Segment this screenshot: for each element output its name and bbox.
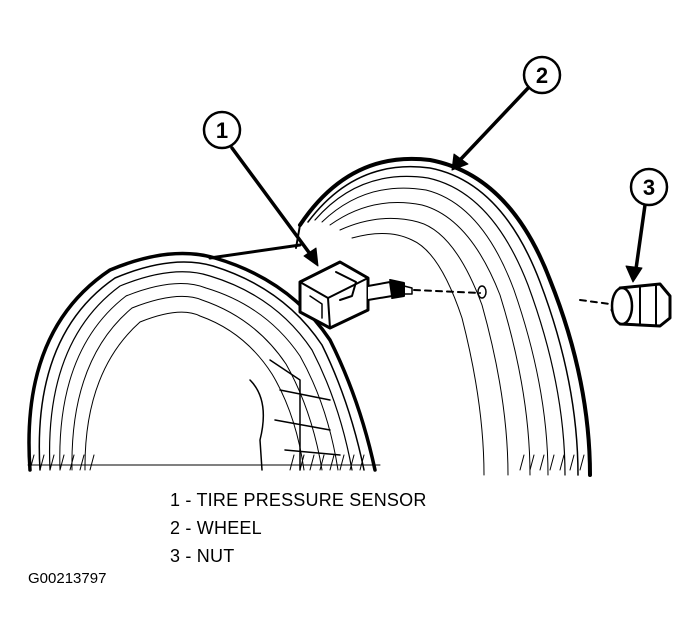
callout-leaders [230,84,647,283]
leader-3 [633,203,647,278]
callout-2-label: 2 [536,63,548,88]
wheel-outer-rim [298,156,592,477]
callout-1-label: 1 [216,118,228,143]
leader-2 [458,84,532,162]
tire-pressure-sensor [298,260,481,330]
legend-item-1: 1 - TIRE PRESSURE SENSOR [170,490,427,510]
nut [579,282,672,328]
callout-3-label: 3 [643,175,655,200]
callout-2-circle [522,55,562,95]
exploded-diagram: 1 2 3 [27,55,672,477]
callout-3-circle [629,167,669,207]
legend-item-3: 3 - NUT [170,546,235,566]
callout-1-circle [202,110,242,150]
legend-item-2: 2 - WHEEL [170,518,262,538]
leader-1 [230,146,318,264]
figure-id: G00213797 [28,570,107,587]
wheel [27,156,592,477]
legend: 1 - TIRE PRESSURE SENSOR 2 - WHEEL 3 - N… [170,486,427,570]
